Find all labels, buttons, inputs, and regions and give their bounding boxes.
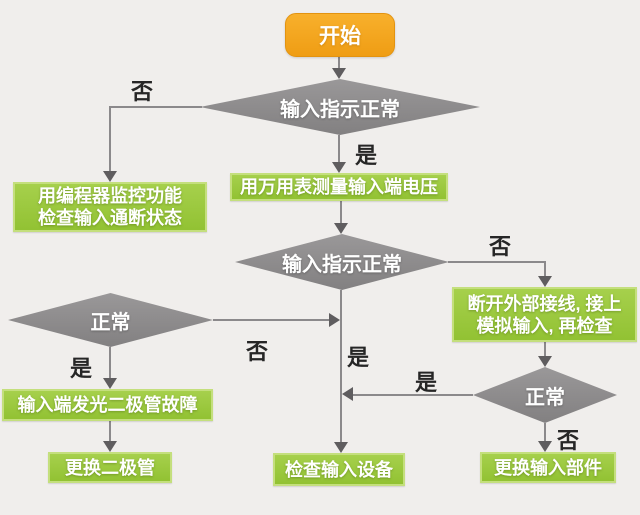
edge-label-mid-yes: 是 — [347, 345, 370, 370]
process-replace-diode-label: 更换二极管 — [65, 457, 155, 478]
arrowhead-into-process-check-device — [334, 442, 348, 453]
connector-ledfault-to-diode — [109, 421, 111, 444]
edge-label-top-yes: 是 — [355, 143, 378, 168]
process-replace-part-node: 更换输入部件 — [480, 452, 616, 483]
connector-measure-to-decision-mid — [340, 200, 342, 226]
arrowhead-into-process-disconnect — [538, 276, 552, 287]
arrowhead-into-process-measure — [332, 162, 346, 173]
process-measure-node: 用万用表测量输入端电压 — [230, 173, 448, 201]
connector-decision-top-no-horizontal — [109, 106, 202, 108]
decision-normal-left: 正常 — [8, 293, 213, 347]
process-led-fault-node: 输入端发光二极管故障 — [2, 389, 213, 421]
process-disconnect-line1: 断开外部接线, 接上 — [467, 293, 622, 314]
arrowhead-into-decision-mid — [334, 223, 348, 234]
arrowhead-into-process-replace-diode — [103, 441, 117, 452]
edge-label-mid-no: 否 — [489, 234, 512, 259]
arrowhead-into-process-monitor — [103, 171, 117, 182]
decision-input-indicator-top: 输入指示正常 — [200, 79, 480, 135]
decision-label: 正常 — [90, 311, 131, 334]
start-node-label: 开始 — [319, 25, 361, 48]
decision-input-indicator-mid: 输入指示正常 — [235, 234, 449, 290]
arrowhead-into-process-led-fault — [103, 378, 117, 389]
connector-decision-left-yes — [109, 347, 111, 381]
edge-label-left-no: 否 — [246, 339, 269, 364]
process-disconnect-node: 断开外部接线, 接上 模拟输入, 再检查 — [452, 287, 637, 342]
decision-label: 输入指示正常 — [280, 98, 400, 121]
process-monitor-line2: 检查输入通断状态 — [38, 208, 182, 228]
connector-decision-top-no-vertical — [109, 106, 111, 174]
process-monitor-line1: 用编程器监控功能 — [38, 186, 182, 206]
connector-disconnect-to-decision-right — [544, 342, 546, 359]
decision-label: 输入指示正常 — [282, 253, 402, 276]
edge-label-right-no: 否 — [557, 428, 580, 453]
edge-label-right-yes: 是 — [415, 370, 438, 395]
start-node: 开始 — [285, 13, 395, 57]
process-replace-part-label: 更换输入部件 — [494, 457, 602, 478]
process-disconnect-line2: 模拟输入, 再检查 — [476, 315, 613, 336]
connector-start-to-decision-top — [338, 57, 340, 71]
connector-decision-right-no — [544, 423, 546, 444]
connector-decision-right-yes — [353, 394, 473, 396]
edge-label-top-no: 否 — [131, 79, 154, 104]
connector-decision-mid-no-horizontal — [448, 261, 546, 263]
connector-decision-top-yes — [338, 135, 340, 165]
edge-label-left-yes: 是 — [70, 356, 93, 381]
process-replace-diode-node: 更换二极管 — [48, 452, 172, 483]
decision-label: 正常 — [525, 386, 565, 409]
process-check-device-label: 检查输入设备 — [285, 459, 393, 480]
connector-decision-mid-yes-main — [340, 290, 342, 445]
arrowhead-into-process-replace-part — [538, 441, 552, 452]
process-monitor-node: 用编程器监控功能 检查输入通断状态 — [13, 182, 207, 232]
arrowhead-into-decision-right — [538, 356, 552, 367]
arrowhead-decision-left-no-merge — [329, 313, 340, 327]
process-check-device-node: 检查输入设备 — [273, 453, 405, 486]
decision-normal-right: 正常 — [473, 367, 617, 423]
connector-decision-mid-no-vertical — [544, 261, 546, 279]
process-led-fault-label: 输入端发光二极管故障 — [17, 395, 198, 415]
arrowhead-decision-right-yes-merge — [342, 387, 353, 401]
arrowhead-into-decision-top — [332, 68, 346, 79]
process-measure-label: 用万用表测量输入端电压 — [240, 177, 438, 197]
connector-decision-left-no — [213, 319, 330, 321]
